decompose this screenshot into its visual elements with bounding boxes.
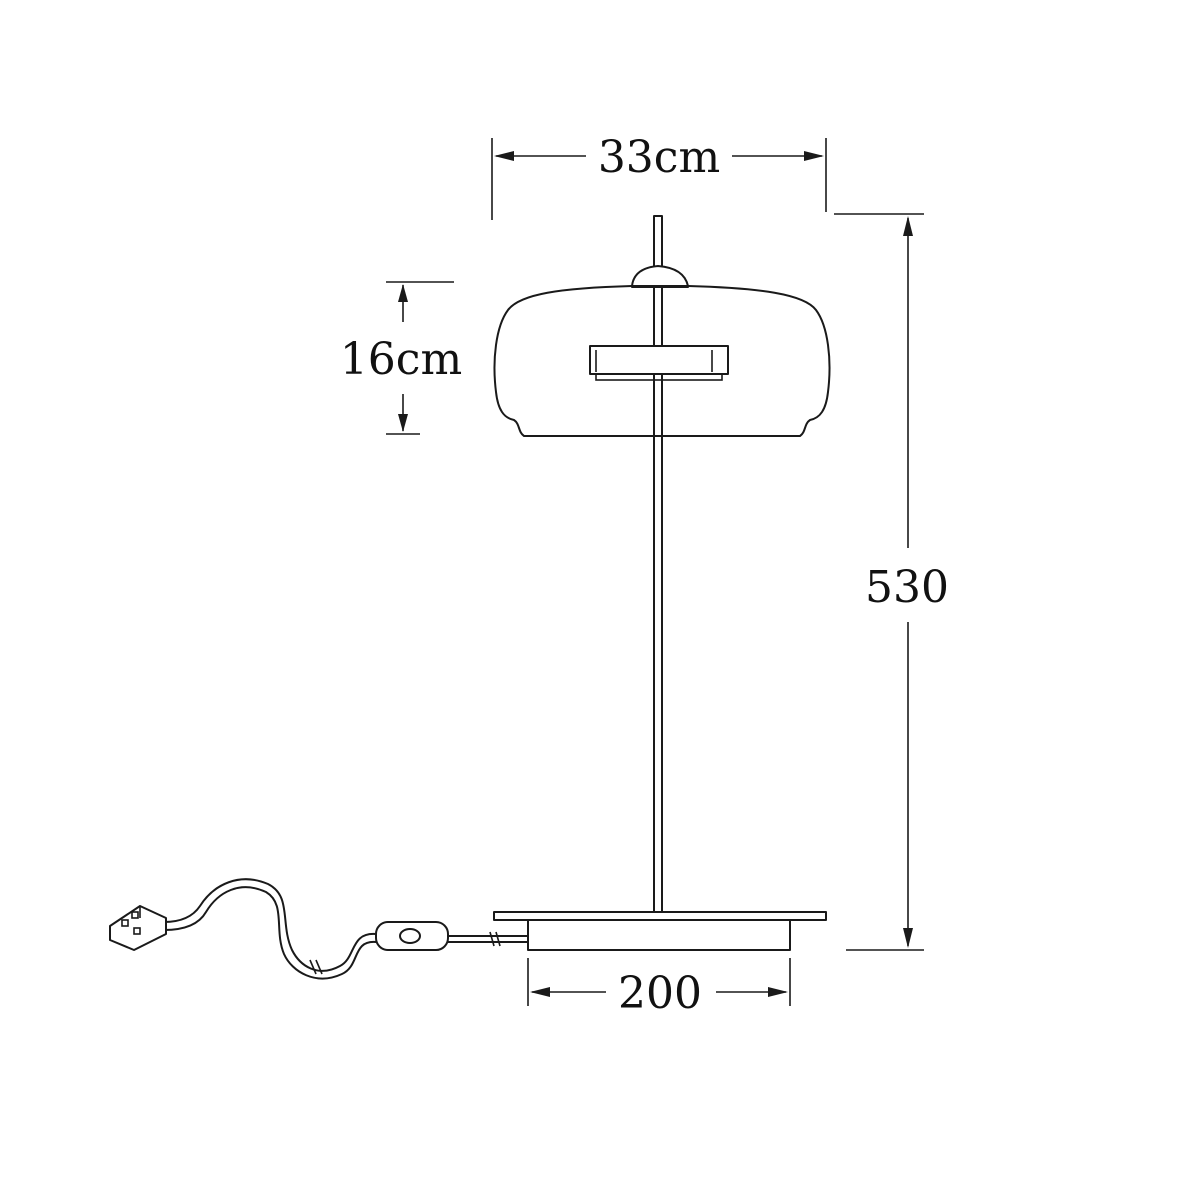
arrow-right-icon (768, 987, 788, 997)
arrow-down-icon (398, 414, 408, 432)
base-body (527, 919, 791, 951)
led-module (589, 345, 729, 381)
cord-segment-plug-lower (163, 886, 377, 980)
cord-break-mark (495, 931, 501, 947)
cord-break-mark (315, 959, 323, 975)
glass-shade (493, 285, 831, 437)
base-width-dimension: 200 (527, 958, 791, 1019)
shade-width-label: 33cm (598, 132, 720, 183)
led-module-diffuser (595, 373, 723, 381)
cord-break-mark (489, 931, 495, 947)
arrow-down-icon (903, 928, 913, 948)
arrow-up-icon (398, 284, 408, 302)
cord-break-mark (309, 959, 317, 975)
lamp-rod (653, 215, 663, 913)
shade-cap (631, 265, 689, 287)
plug-pin (131, 911, 139, 919)
plug-pin (121, 919, 129, 927)
base-top-plate (493, 911, 827, 921)
led-module-body (589, 345, 729, 375)
arrow-left-icon (494, 151, 514, 161)
lamp-drawing (493, 215, 831, 951)
arrow-right-icon (804, 151, 824, 161)
cord-segment-plug (163, 878, 377, 972)
plug-pin (133, 927, 141, 935)
power-cord-assembly (109, 878, 529, 980)
base-width-label: 200 (618, 968, 702, 1019)
total-height-label: 530 (865, 562, 949, 613)
shade-height-label: 16cm (340, 334, 462, 385)
switch-button-icon (399, 928, 421, 944)
shade-width-dimension: 33cm (491, 132, 827, 220)
total-height-dimension: 530 (834, 213, 949, 951)
arrow-up-icon (903, 216, 913, 236)
shade-height-dimension: 16cm (340, 281, 462, 435)
arrow-left-icon (530, 987, 550, 997)
plug-icon (109, 905, 167, 951)
